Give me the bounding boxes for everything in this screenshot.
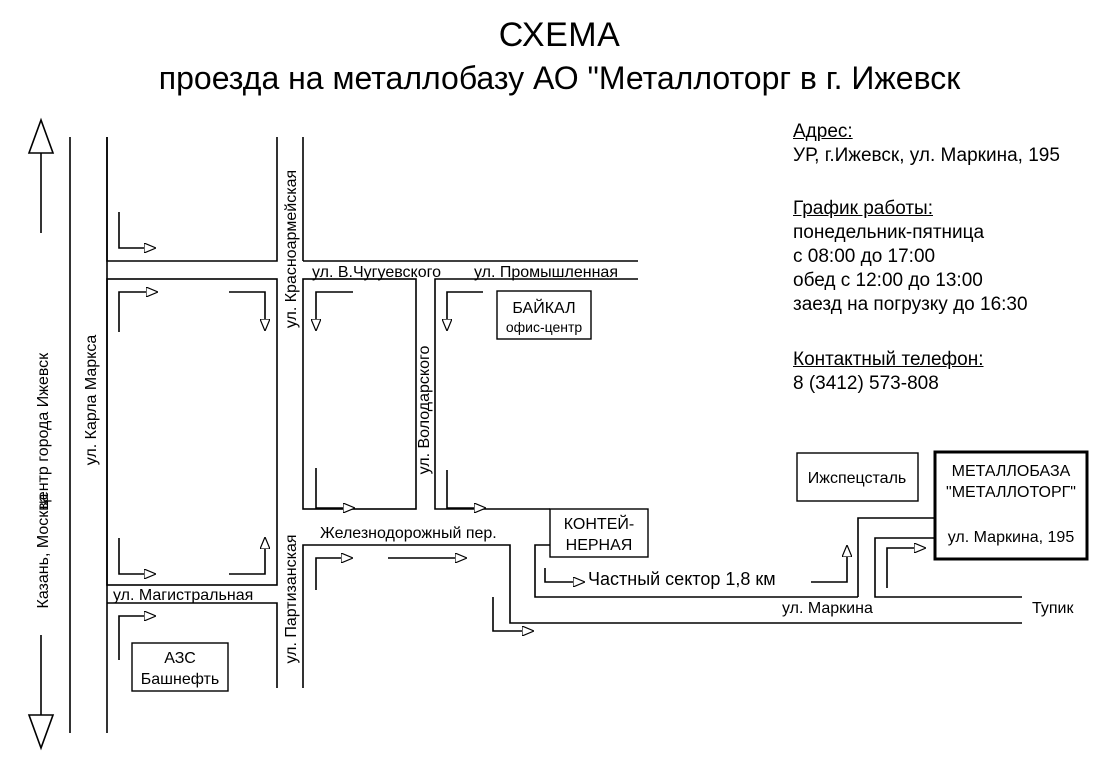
turn-arrow-icon xyxy=(492,597,533,631)
izhspetsstal-building xyxy=(796,452,919,502)
schedule-heading: График работы: xyxy=(793,198,933,219)
direction-north-label: центр города Ижевск xyxy=(35,352,52,509)
phone-heading: Контактный телефон: xyxy=(793,349,984,370)
page-subtitle: проезда на металлобазу АО "Металлоторг в… xyxy=(158,60,961,96)
turn-arrow-icon xyxy=(886,548,925,588)
street-label-markina: ул. Маркина xyxy=(782,600,873,617)
street-label-chugyevskogo: ул. В.Чугуевского xyxy=(312,264,441,281)
baikal-building xyxy=(496,290,592,340)
street-label-zheleznodorozhny: Железнодорожный пер. xyxy=(320,525,497,542)
buildings xyxy=(131,290,1089,692)
address-value: УР, г.Ижевск, ул. Маркина, 195 xyxy=(793,145,1060,166)
target-address-label: ул. Маркина, 195 xyxy=(948,529,1075,546)
turn-arrow-icon xyxy=(315,468,354,508)
road-markina-approach xyxy=(857,517,935,597)
phone-block: Контактный телефон: 8 (3412) 573-808 xyxy=(793,348,984,396)
turn-arrow-icon xyxy=(118,292,157,332)
turn-arrow-icon xyxy=(229,538,265,575)
street-label-karla-marksa: ул. Карла Маркса xyxy=(83,335,100,466)
street-label-partizanskaya: ул. Партизанская xyxy=(283,534,300,663)
arrow-up-icon xyxy=(27,117,55,154)
turn-arrow-icon xyxy=(315,558,352,590)
road-markina-south xyxy=(302,544,1022,688)
turn-arrow-icon xyxy=(118,538,155,574)
block-central xyxy=(302,278,417,510)
target-label-line2: "МЕТАЛЛОТОРГ" xyxy=(946,484,1076,501)
direction-arrows xyxy=(27,117,55,751)
azs-label-line1: АЗС xyxy=(164,650,196,667)
turn-arrow-icon xyxy=(118,616,155,660)
turn-arrow-icon xyxy=(544,568,584,582)
block-west xyxy=(106,278,278,586)
address-block: Адрес: УР, г.Ижевск, ул. Маркина, 195 xyxy=(793,120,1060,168)
container-label-line1: КОНТЕЙ- xyxy=(564,514,634,533)
turn-arrow-icon xyxy=(811,546,847,583)
address-heading: Адрес: xyxy=(793,121,853,142)
schedule-line: обед с 12:00 до 13:00 xyxy=(793,270,983,291)
azs-label-line2: Башнефть xyxy=(141,671,219,688)
turn-arrow-icon xyxy=(118,212,155,248)
target-label-line1: МЕТАЛЛОБАЗА xyxy=(952,463,1071,480)
direction-south-label: Казань, Москва xyxy=(35,493,52,608)
phone-value: 8 (3412) 573-808 xyxy=(793,373,939,394)
road-lines xyxy=(69,137,1022,733)
arrow-down-icon xyxy=(27,714,55,751)
private-sector-label: Частный сектор 1,8 км xyxy=(588,569,776,589)
turn-arrow-icon xyxy=(446,470,485,508)
road-private-sector xyxy=(534,544,858,598)
container-label-line2: НЕРНАЯ xyxy=(566,537,633,554)
street-label-tupik: Тупик xyxy=(1032,600,1074,617)
schedule-line: с 08:00 до 17:00 xyxy=(793,246,936,267)
azs-building xyxy=(131,642,229,692)
road-tupik xyxy=(874,537,1022,598)
container-terminal-building xyxy=(549,508,649,558)
baikal-name: БАЙКАЛ xyxy=(512,298,575,317)
turn-arrow-icon xyxy=(229,291,265,330)
page-title: СХЕМА xyxy=(498,16,621,54)
block-northwest xyxy=(106,137,278,262)
block-volodarskogo xyxy=(434,278,638,510)
street-label-volodarskogo: ул. Володарского xyxy=(416,346,433,475)
street-label-krasnoarmeyskaya: ул. Красноармейская xyxy=(283,170,300,328)
turn-arrow-icon xyxy=(447,291,483,330)
schedule-line: понедельник-пятница xyxy=(793,222,985,243)
block-southwest xyxy=(107,602,278,688)
turn-arrow-icon xyxy=(316,291,353,330)
baikal-subtitle: офис-центр xyxy=(506,319,583,335)
metallotorg-target-building xyxy=(933,450,1089,561)
schedule-line: заезд на погрузку до 16:30 xyxy=(793,294,1028,315)
izhspetsstal-label: Ижспецсталь xyxy=(808,470,906,487)
street-label-magistralnaya: ул. Магистральная xyxy=(113,587,253,604)
route-arrows xyxy=(118,212,925,660)
schedule-block: График работы: понедельник-пятница с 08:… xyxy=(793,197,1028,317)
street-label-promyshlennaya: ул. Промышленная xyxy=(474,264,618,281)
